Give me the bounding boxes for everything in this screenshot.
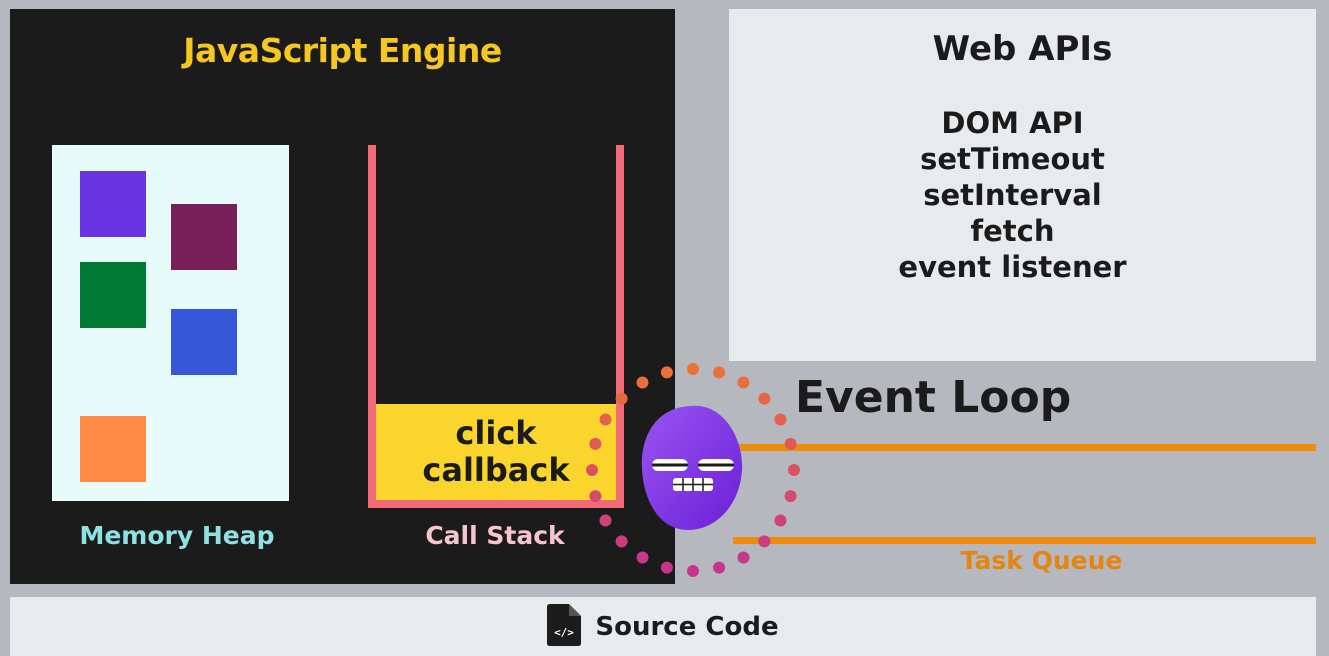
web-api-list: DOM API setTimeout setInterval fetch eve… [729,105,1296,285]
event-loop-dot [737,551,750,564]
event-loop-dot [788,464,800,476]
event-loop-dot [589,437,602,450]
call-stack-label: Call Stack [425,521,565,550]
code-file-icon: </> [547,603,582,650]
event-loop-dotted-circle [586,363,800,577]
task-queue-label: Task Queue [960,546,1123,575]
web-api-item: event listener [898,250,1127,284]
memory-heap-label: Memory Heap [79,521,275,550]
task-queue-bottom-line [733,537,1316,544]
heap-block [80,416,146,482]
event-loop-dot [599,413,612,426]
web-api-item: setTimeout [920,142,1105,176]
event-loop-dot [687,565,699,577]
event-loop-dot [713,366,726,379]
heap-block [80,171,146,237]
event-loop-dot [636,551,649,564]
stack-frame-click-callback: click callback [376,404,616,500]
event-loop-dot [687,363,699,375]
event-loop-dot [589,490,602,503]
event-loop-dot [660,561,673,574]
source-code-label: Source Code [595,611,779,642]
event-loop-dot [784,437,797,450]
call-stack: click callback [368,145,624,508]
event-loop-dot [599,514,612,527]
event-loop-dot [774,514,787,527]
web-api-item: setInterval [923,178,1102,212]
purple-blob-mascot-icon [641,405,743,530]
event-loop-dot [758,535,771,548]
web-apis-panel: Web APIs DOM API setTimeout setInterval … [729,9,1316,361]
event-loop-dot [586,464,598,476]
event-loop-dot [615,535,628,548]
stack-frame-line: callback [422,451,570,489]
event-loop-dot [774,413,787,426]
event-loop-dot [758,392,771,405]
event-loop-label: Event Loop [795,372,1072,423]
event-loop-dot [636,376,649,389]
web-api-item: DOM API [941,106,1084,140]
heap-block [171,309,237,375]
web-api-item: fetch [970,214,1055,248]
event-loop-dot [737,376,750,389]
source-code-bar: </> Source Code [10,597,1316,656]
event-loop-dot [615,392,628,405]
memory-heap [52,145,289,501]
task-queue-top-line [733,444,1316,451]
engine-title: JavaScript Engine [183,31,502,70]
web-apis-title: Web APIs [932,29,1113,69]
heap-block [80,262,146,328]
heap-block [171,204,237,270]
javascript-engine-panel: JavaScript Engine Memory Heap click call… [10,9,675,584]
svg-text:</>: </> [554,626,574,639]
event-loop-dot [784,490,797,503]
event-loop-dot [713,561,726,574]
event-loop-dot [660,366,673,379]
stack-frame-line: click [455,414,537,452]
